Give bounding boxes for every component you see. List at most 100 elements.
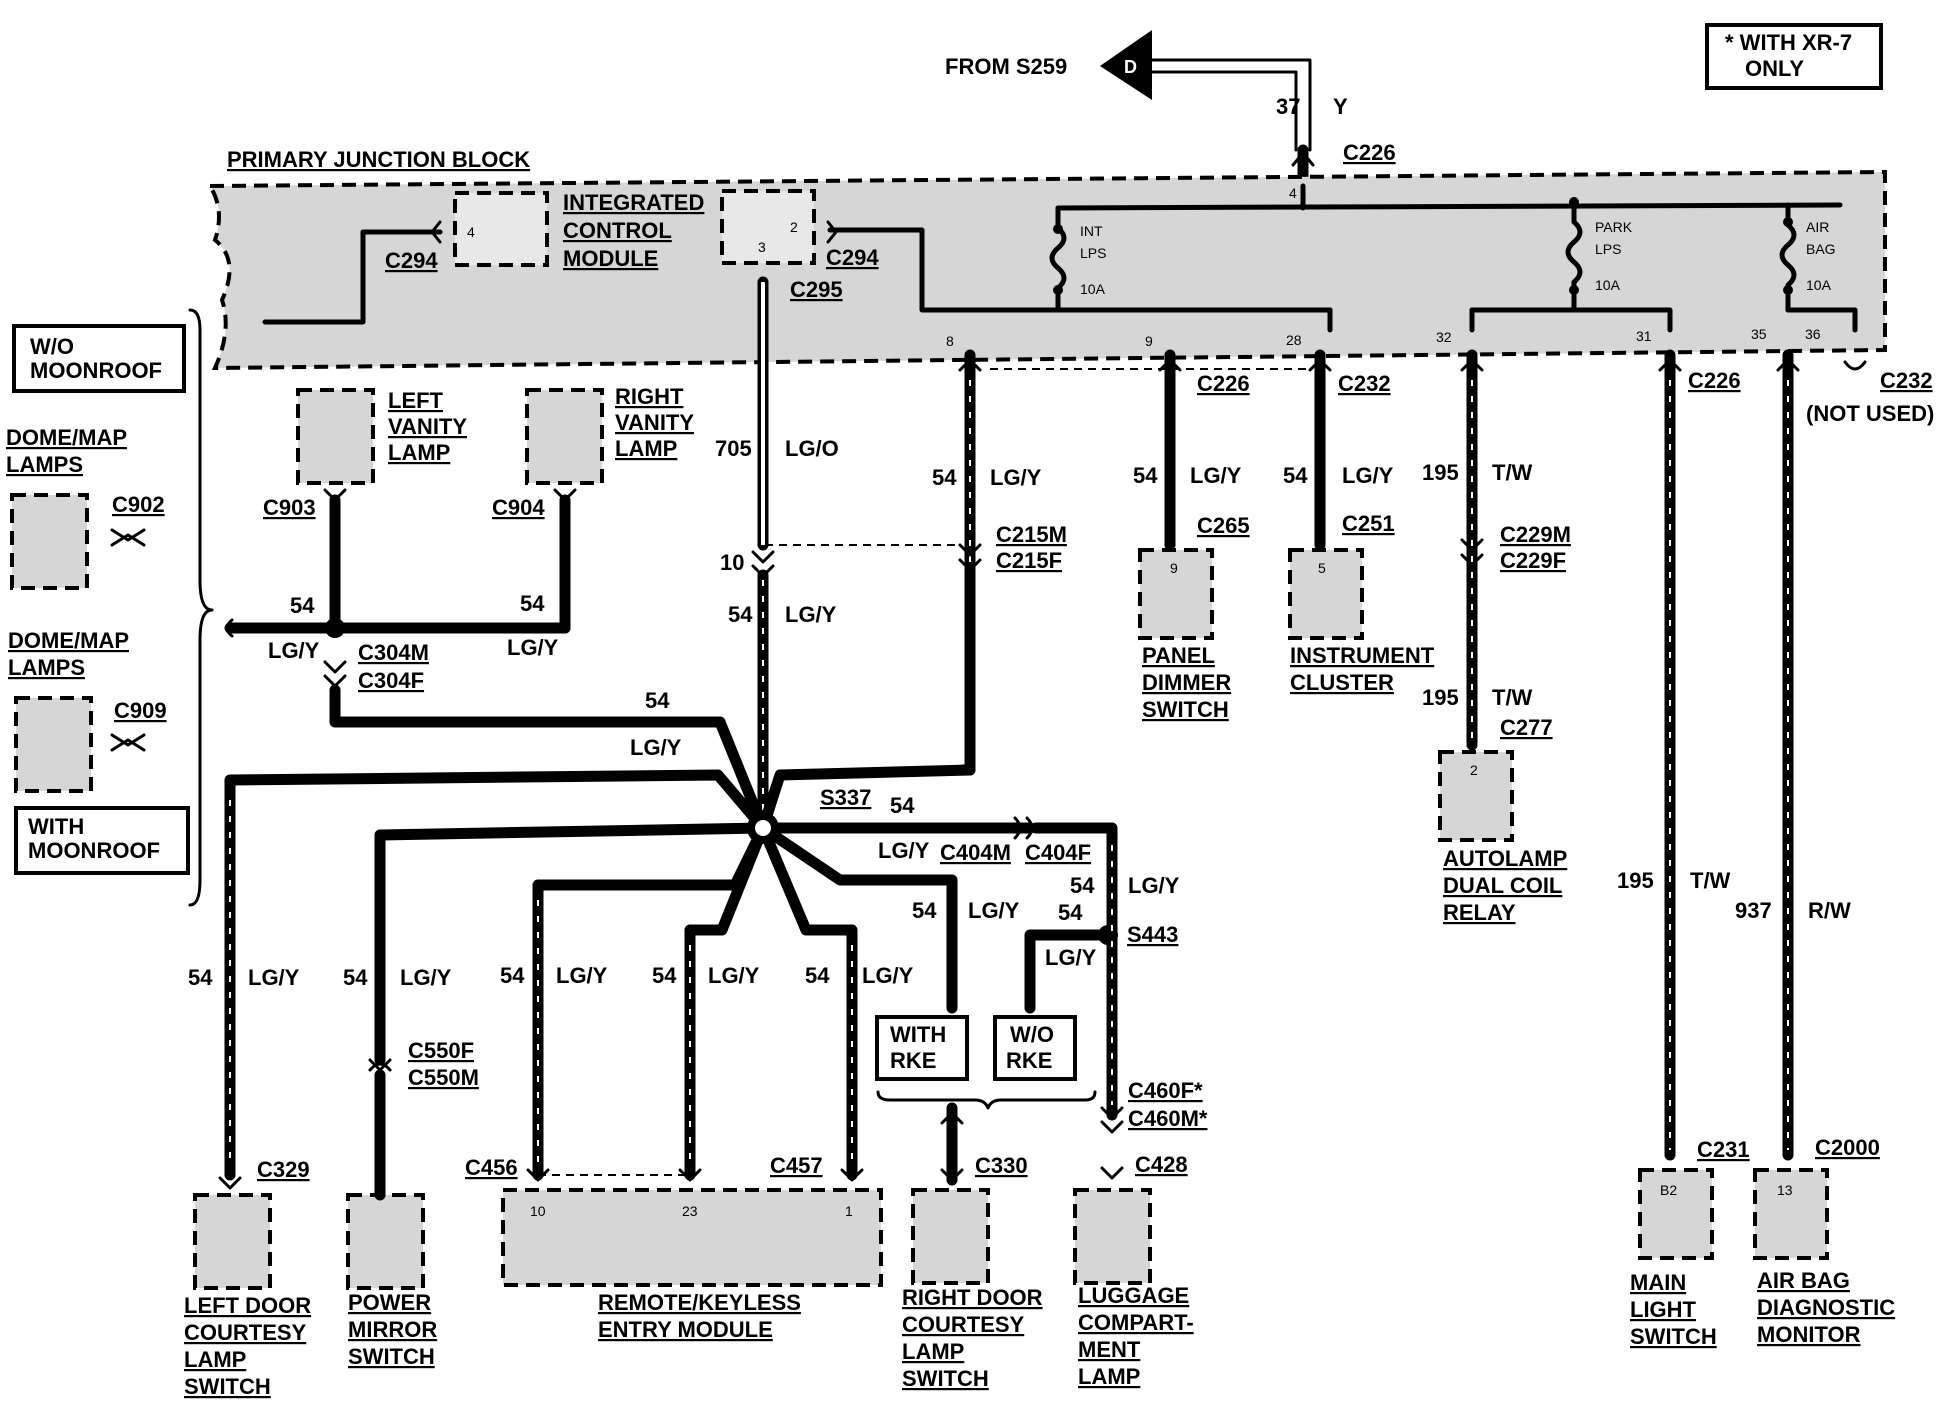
icm-pin-2: 2 <box>790 219 798 235</box>
left-door-box <box>193 1193 272 1290</box>
c909-label: C909 <box>114 698 167 723</box>
wire-vanity-circuit-2: 54 <box>520 591 545 616</box>
c404-connector <box>1013 816 1034 840</box>
rke-pin-1: 1 <box>845 1203 853 1219</box>
left-vanity-label-3: LAMP <box>388 440 450 465</box>
rke-pin-10: 10 <box>530 1203 546 1219</box>
fuse-air-top-dot <box>1783 217 1793 227</box>
icm-label-2: CONTROL <box>563 218 672 243</box>
wo-moonroof-box <box>12 324 186 393</box>
c277-label: C277 <box>1500 715 1553 740</box>
wire-main-light-circuit: 195 <box>1617 868 1654 893</box>
wire-c304-s337-color: LG/Y <box>630 735 682 760</box>
c330-label: C330 <box>975 1153 1028 1178</box>
left-vanity-label-2: VANITY <box>388 414 467 439</box>
airbag-monitor-label-1: AIR BAG <box>1757 1268 1850 1293</box>
wire-pin-10: 10 <box>720 550 744 575</box>
c232-right-label: C232 <box>1880 368 1933 393</box>
wire-vanity-color-2: LG/Y <box>507 635 559 660</box>
c294-right-label: C294 <box>826 245 879 270</box>
right-door-label-4: SWITCH <box>902 1366 989 1391</box>
rke-module-box <box>501 1188 883 1287</box>
main-light-label-1: MAIN <box>1630 1270 1686 1295</box>
note-line-1: * WITH XR-7 <box>1725 30 1852 55</box>
wire-c215-circuit: 54 <box>932 465 957 490</box>
panel-dimmer-label-3: SWITCH <box>1142 697 1229 722</box>
icm-left-internal-wire <box>262 229 443 325</box>
panel-dimmer-label-2: DIMMER <box>1142 670 1231 695</box>
fuse-park-rating: 10A <box>1595 277 1621 293</box>
fuse-int-label-1: INT <box>1080 223 1103 239</box>
wire-rke23-circuit: 54 <box>652 963 677 988</box>
right-door-label-1: RIGHT DOOR <box>902 1285 1043 1310</box>
fuse-int-lps <box>1049 205 1067 313</box>
with-moonroof-box <box>14 806 190 875</box>
wire-dimmer-color: LG/Y <box>1190 463 1242 488</box>
c215m-label: C215M <box>996 522 1067 547</box>
dome-map-2-label-2: LAMPS <box>8 655 85 680</box>
wire-rke23-color: LG/Y <box>708 963 760 988</box>
c304m-label: C304M <box>358 640 429 665</box>
c229f-label: C229F <box>1500 548 1566 573</box>
main-light-box <box>1638 1168 1714 1260</box>
block-pin-35: 35 <box>1751 326 1767 342</box>
c231-label: C231 <box>1697 1137 1750 1162</box>
fuse-park-lps <box>1565 199 1583 313</box>
right-vanity-label-1: RIGHT <box>615 384 684 409</box>
s337-label: S337 <box>820 785 871 810</box>
fuse-air-label-1: AIR <box>1806 219 1829 235</box>
left-door-label-2: COURTESY <box>184 1320 307 1345</box>
wire-c304-s337-circuit: 54 <box>645 688 670 713</box>
c550m-label: C550M <box>408 1065 479 1090</box>
panel-dimmer-label-1: PANEL <box>1142 643 1215 668</box>
right-vanity-label-2: VANITY <box>615 410 694 435</box>
wire-rke-23 <box>684 822 769 1181</box>
wire-rke1-color: LG/Y <box>862 963 914 988</box>
block-pin-31: 31 <box>1636 328 1652 344</box>
c226-mid-label: C226 <box>1197 371 1250 396</box>
wire-with-rke-circuit: 54 <box>912 898 937 923</box>
c226-top-label: C226 <box>1343 140 1396 165</box>
left-door-label-1: LEFT DOOR <box>184 1293 311 1318</box>
autolamp-label-2: DUAL COIL <box>1443 873 1562 898</box>
autolamp-label-3: RELAY <box>1443 900 1516 925</box>
icm-pin-box-right <box>720 189 816 265</box>
icm-label-1: INTEGRATED <box>563 190 704 215</box>
with-moonroof-label-1: WITH <box>28 814 84 839</box>
fuse-park-label-2: LPS <box>1595 241 1621 257</box>
main-light-label-2: LIGHT <box>1630 1297 1697 1322</box>
right-door-box <box>911 1188 990 1285</box>
c428-label: C428 <box>1135 1152 1188 1177</box>
wire-rke10-color: LG/Y <box>556 963 608 988</box>
wire-rke-10 <box>532 822 769 1181</box>
vanity-bus-end <box>225 618 234 638</box>
luggage-label-4: LAMP <box>1078 1364 1140 1389</box>
c226-right-label: C226 <box>1688 368 1741 393</box>
wire-c304-to-s337 <box>329 684 769 834</box>
fuse-park-top-dot <box>1569 197 1579 207</box>
wire-wo-rke-circuit: 54 <box>1058 900 1083 925</box>
wire-autolamp-color-1: T/W <box>1492 460 1533 485</box>
park-lps-output-bus-2 <box>1469 307 1577 333</box>
source-circuit: 37 <box>1276 94 1300 119</box>
c265-label: C265 <box>1197 513 1250 538</box>
wire-s337-color: LG/Y <box>785 602 837 627</box>
airbag-monitor-label-2: DIAGNOSTIC <box>1757 1295 1895 1320</box>
c229-connector <box>1460 538 1484 567</box>
c304f-label: C304F <box>358 668 424 693</box>
dome-map-1-box <box>10 493 89 590</box>
wire-main-light-color: T/W <box>1690 868 1731 893</box>
source-lead-wire <box>1149 58 1312 152</box>
c294-left-connector <box>430 220 442 244</box>
from-s259-label: FROM S259 <box>945 54 1067 79</box>
autolamp-label-1: AUTOLAMP <box>1443 846 1567 871</box>
c902-connector <box>110 528 146 547</box>
s443-splice-dot <box>1098 925 1118 945</box>
dome-map-1-label-2: LAMPS <box>6 452 83 477</box>
c550-connector <box>368 1058 392 1072</box>
block-pin-32: 32 <box>1436 329 1452 345</box>
moonroof-brace <box>188 308 214 907</box>
wo-rke-label-2: RKE <box>1006 1048 1052 1073</box>
wire-c404-circuit: 54 <box>890 793 915 818</box>
source-color: Y <box>1333 94 1348 119</box>
